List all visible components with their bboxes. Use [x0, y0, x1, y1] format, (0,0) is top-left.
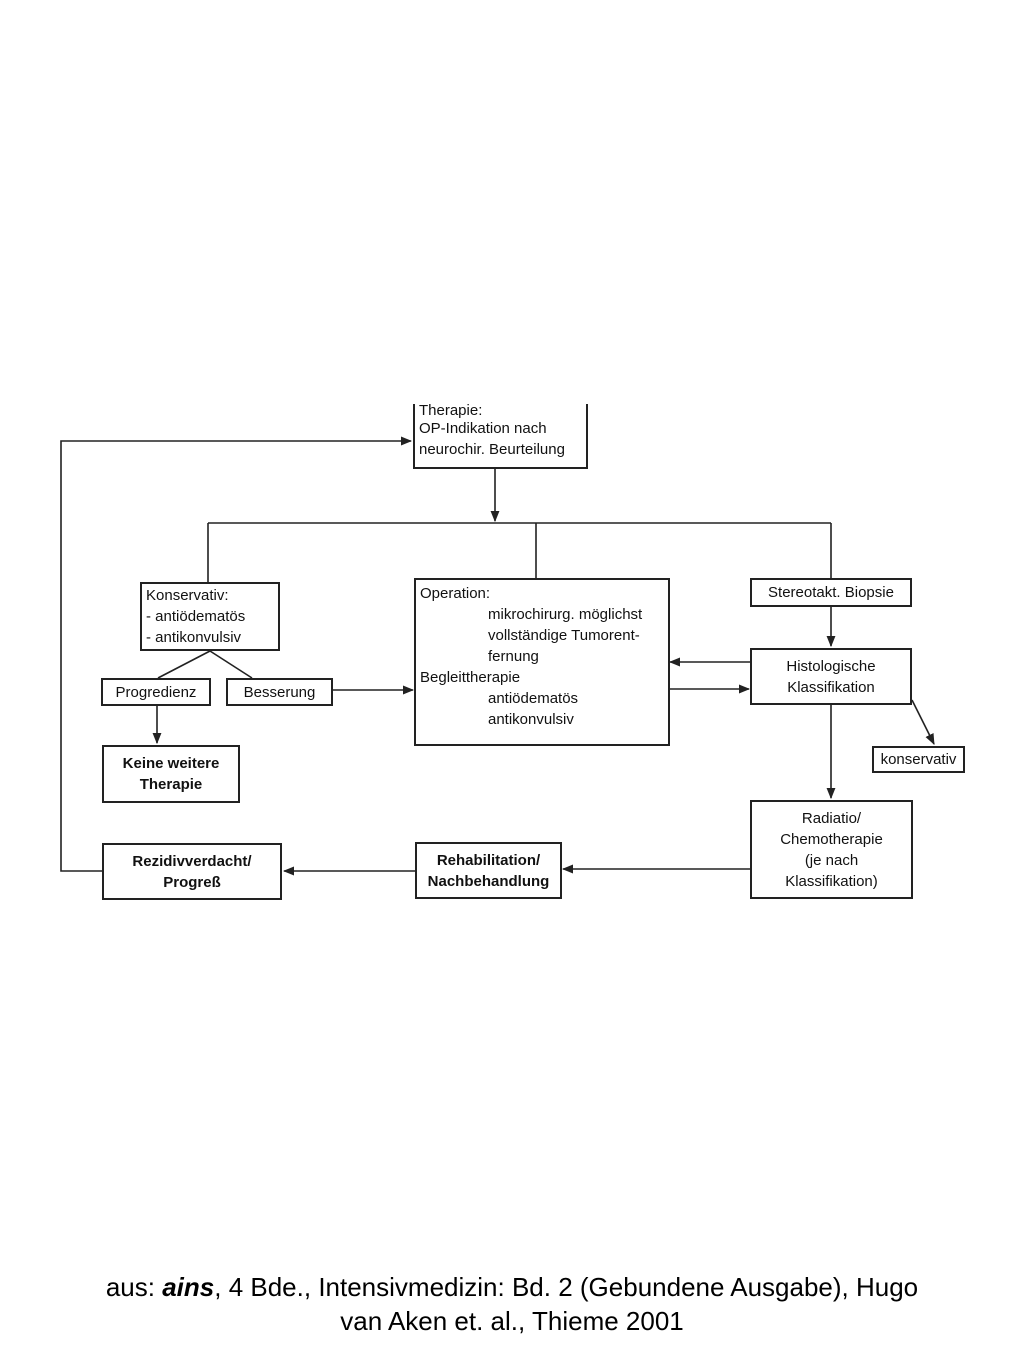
- radiatio-line-2: Chemotherapie: [780, 830, 883, 848]
- operation-line-5: Begleittherapie: [420, 669, 521, 686]
- operation-line-3: vollständige Tumorent-: [488, 627, 640, 644]
- arrow-histologie-to-konservativ: [911, 699, 935, 746]
- caption-prefix: aus:: [105, 1272, 163, 1302]
- konservativ-line-3: - antikonvulsiv: [146, 629, 242, 646]
- caption-rest: , 4 Bde., Intensivmedizin: Bd. 2 (Gebund…: [214, 1272, 919, 1302]
- konservativ-box: Konservativ: - antiödematös - antikonvul…: [140, 582, 280, 651]
- rehabilitation-line-2: Nachbehandlung: [427, 872, 550, 890]
- operation-box: Operation: mikrochirurg. möglichst volls…: [414, 578, 670, 746]
- biopsie-box: Stereotakt. Biopsie: [750, 578, 912, 607]
- konservativ-to-progredienz: [157, 650, 211, 679]
- operation-line-2: mikrochirurg. möglichst: [488, 606, 643, 623]
- therapie-line-1: Therapie:: [419, 404, 483, 419]
- radiatio-line-3: (je nach: [804, 851, 859, 869]
- progredienz-label: Progredienz: [115, 683, 197, 701]
- keine-therapie-line-1: Keine weitere: [122, 755, 220, 772]
- rezidiv-line-2: Progreß: [163, 873, 221, 891]
- konservativ-to-besserung: [209, 650, 253, 679]
- source-caption: aus: ains, 4 Bde., Intensivmedizin: Bd. …: [0, 1270, 1024, 1338]
- radiatio-line-1: Radiatio/: [801, 809, 862, 827]
- progredienz-box: Progredienz: [101, 678, 211, 706]
- caption-line-2: van Aken et. al., Thieme 2001: [340, 1306, 684, 1336]
- konservativ-small-label: konservativ: [880, 751, 957, 768]
- radiatio-box: Radiatio/ Chemotherapie (je nach Klassif…: [750, 800, 913, 899]
- konservativ-line-1: Konservativ:: [146, 587, 229, 604]
- histologie-line-2: Klassifikation: [787, 678, 875, 696]
- operation-line-4: fernung: [488, 648, 539, 665]
- histologie-line-1: Histologische: [786, 657, 876, 675]
- rezidiv-box: Rezidivverdacht/ Progreß: [102, 843, 282, 900]
- therapie-line-3: neurochir. Beurteilung: [419, 441, 565, 458]
- konservativ-line-2: - antiödematös: [146, 608, 246, 625]
- histologie-box: Histologische Klassifikation: [750, 648, 912, 705]
- keine-therapie-box: Keine weitere Therapie: [102, 745, 240, 803]
- besserung-box: Besserung: [226, 678, 333, 706]
- operation-line-6: antiödematös: [488, 690, 579, 707]
- caption-line-1: aus: ains, 4 Bde., Intensivmedizin: Bd. …: [0, 1270, 1024, 1304]
- rezidiv-line-1: Rezidivverdacht/: [132, 852, 252, 870]
- caption-title: ains: [162, 1272, 215, 1302]
- operation-line-1: Operation:: [420, 585, 491, 602]
- biopsie-label: Stereotakt. Biopsie: [768, 584, 894, 601]
- therapie-box: Therapie: OP-Indikation nach neurochir. …: [413, 404, 588, 469]
- rehabilitation-line-1: Rehabilitation/: [436, 851, 541, 869]
- keine-therapie-line-2: Therapie: [139, 776, 203, 793]
- operation-line-7: antikonvulsiv: [488, 711, 574, 728]
- therapie-line-2: OP-Indikation nach: [419, 420, 547, 437]
- besserung-label: Besserung: [243, 683, 316, 701]
- rehabilitation-box: Rehabilitation/ Nachbehandlung: [415, 842, 562, 899]
- konservativ-small-box: konservativ: [872, 746, 965, 773]
- arrow-rezidiv-to-therapie: [60, 436, 413, 872]
- radiatio-line-4: Klassifikation): [785, 872, 878, 890]
